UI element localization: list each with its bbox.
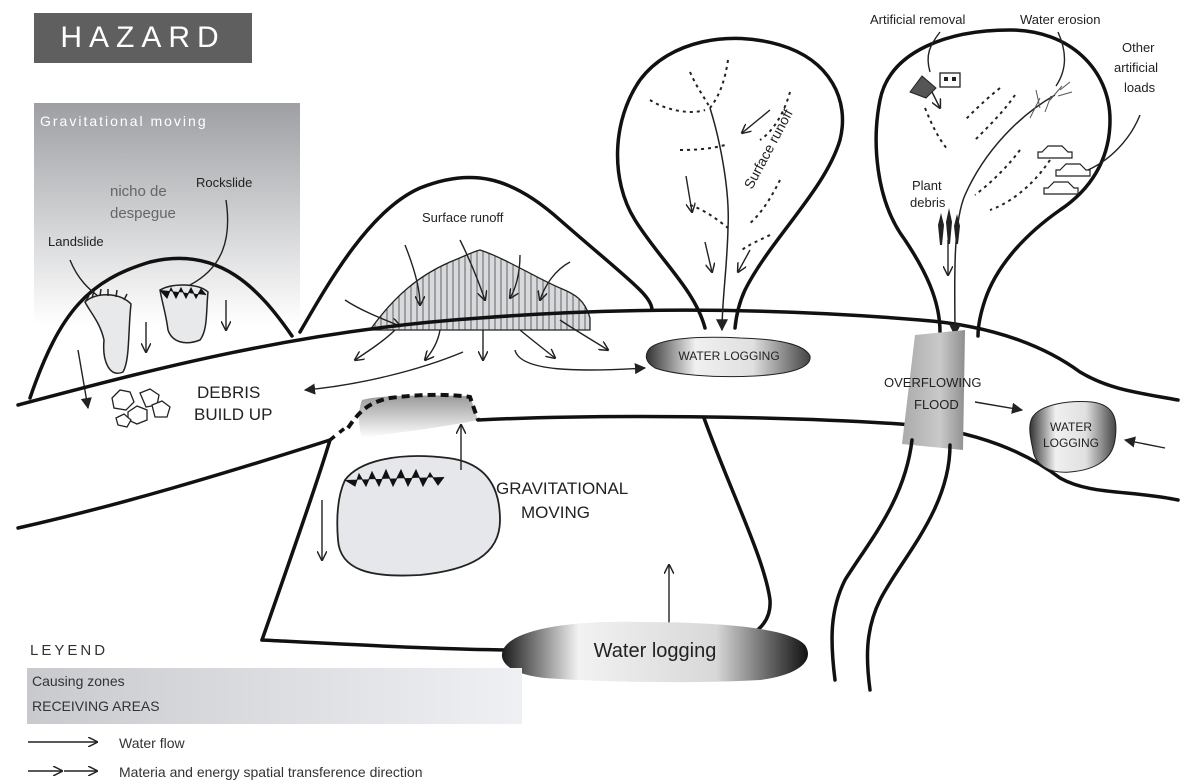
right-inflow-arrow [1125, 440, 1165, 448]
upper-basin [618, 38, 843, 328]
building-icon [910, 73, 960, 98]
car-icons [1038, 146, 1090, 194]
other-loads-label-1: Other [1122, 40, 1155, 55]
loads-leader [1088, 115, 1140, 170]
plant-debris-icon [938, 208, 960, 245]
water-logging-bottom-label: Water logging [594, 640, 717, 662]
landslide-label: Landslide [48, 234, 104, 249]
landslide-scar [85, 295, 131, 374]
gravitational-scar [337, 456, 500, 576]
overflow-band [902, 330, 965, 450]
overflowing-label-1: OVERFLOWING [884, 375, 982, 390]
river-right [867, 445, 950, 690]
other-loads-label-2: artificial [1114, 60, 1158, 75]
lower-block-bottom [262, 640, 520, 650]
surface-runoff-basin-label: Surface runoff [741, 106, 796, 191]
nicho-label-2: despegue [110, 205, 176, 222]
debris-label-2: BUILD UP [194, 405, 272, 424]
basin-drainage [650, 60, 790, 330]
water-logging-right-label-1: WATER [1050, 420, 1092, 434]
legend-causing-zones: Causing zones [32, 673, 125, 689]
lower-block-left [262, 440, 330, 640]
removal-leader [928, 32, 940, 72]
legend-water-flow: Water flow [119, 735, 185, 751]
legend-transference: Materia and energy spatial transference … [119, 764, 423, 780]
road-break [330, 428, 345, 440]
gravitational-header: Gravitational moving [40, 113, 298, 129]
water-logging-right-label-2: LOGGING [1043, 436, 1099, 450]
water-logging-road-label: WATER LOGGING [678, 349, 779, 363]
rockslide-label: Rockslide [196, 175, 252, 190]
nicho-label-1: nicho de [110, 183, 167, 200]
grav-moving-label-1: GRAVITATIONAL [496, 479, 628, 498]
road-arrow-right [515, 350, 645, 370]
right-basin-drainage [925, 82, 1072, 335]
plant-debris-label-1: Plant [912, 178, 942, 193]
surface-runoff-hill-label: Surface runoff [422, 210, 504, 225]
artificial-removal-label: Artificial removal [870, 12, 965, 27]
overflowing-label-2: FLOOD [914, 397, 959, 412]
river-left [832, 440, 912, 680]
debris-label-1: DEBRIS [197, 383, 260, 402]
legend-title: LEYEND [30, 642, 108, 659]
grav-moving-label-2: MOVING [521, 503, 590, 522]
debris-rocks [112, 389, 170, 427]
road-lower-edge-left [18, 440, 330, 528]
other-loads-label-3: loads [1124, 80, 1156, 95]
water-erosion-label: Water erosion [1020, 12, 1100, 27]
plant-debris-label-2: debris [910, 195, 946, 210]
overflow-arrow [975, 402, 1022, 410]
landslide-arrow [78, 350, 88, 408]
legend-receiving-areas: RECEIVING AREAS [32, 698, 160, 714]
lower-block-right [690, 418, 770, 650]
road-arrow-left [305, 352, 463, 390]
